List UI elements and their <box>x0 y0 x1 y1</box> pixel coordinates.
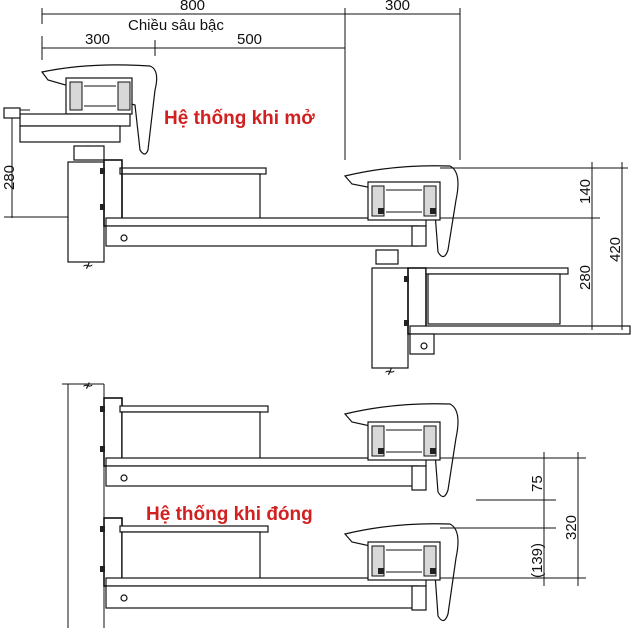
closed-upper-tread <box>100 397 459 498</box>
closed-wall: ≁ <box>62 377 105 628</box>
dim-300-left: 300 <box>85 31 110 48</box>
open-system: ≁ ≁ <box>3 64 631 379</box>
svg-text:≁: ≁ <box>82 257 94 273</box>
svg-text:≁: ≁ <box>82 377 94 393</box>
dim-139: (139) <box>529 543 546 578</box>
caption-closed: Hệ thống khi đóng <box>146 504 313 525</box>
depth-label: Chiều sâu bậc <box>128 17 224 34</box>
top-dimensions: 800 300 Chiều sâu bậc 300 500 <box>41 0 461 160</box>
dim-280-right: 280 <box>577 265 594 290</box>
open-left-wall: ≁ <box>67 161 105 273</box>
open-upper-step <box>3 64 158 161</box>
closed-system: ≁ <box>62 377 586 628</box>
svg-text:≁: ≁ <box>384 363 396 379</box>
dim-75: 75 <box>529 475 546 492</box>
dim-500: 500 <box>237 31 262 48</box>
closed-lower-tread <box>100 517 459 622</box>
caption-open: Hệ thống khi mở <box>164 108 315 129</box>
right-dimensions: 140 280 420 <box>430 162 628 330</box>
dim-420: 420 <box>607 237 624 262</box>
dim-140: 140 <box>577 179 594 204</box>
dim-320: 320 <box>563 515 580 540</box>
dim-280-left: 280 <box>1 165 18 190</box>
dim-300-top: 300 <box>385 0 410 14</box>
dim-800: 800 <box>180 0 205 14</box>
open-right-step <box>343 165 459 265</box>
closed-dimensions: 75 320 (139) <box>440 452 586 586</box>
open-lower-left-tread <box>100 159 427 247</box>
open-right-lower: ≁ <box>371 267 631 379</box>
